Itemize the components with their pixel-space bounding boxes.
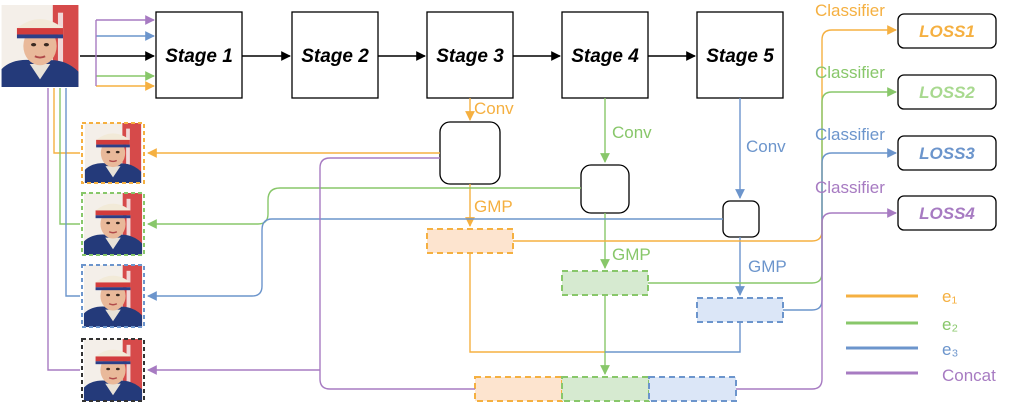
stage-1: Stage 1 <box>155 11 243 99</box>
crop-image-1 <box>81 122 145 184</box>
conv-block-2 <box>580 164 630 214</box>
loss-2: LOSS2 <box>897 74 997 110</box>
stage-3: Stage 3 <box>426 11 514 99</box>
classifier-labels: Classifier Classifier Classifier Classif… <box>815 1 885 197</box>
stage-3-label: Stage 3 <box>436 46 504 67</box>
loss-1: LOSS1 <box>897 13 997 49</box>
loss-4-label: LOSS4 <box>919 204 975 223</box>
crop-image-4 <box>81 338 145 402</box>
feature-vector-e2 <box>561 270 649 296</box>
conv-label-3: Conv <box>746 137 786 156</box>
conv-label-2: Conv <box>612 123 652 142</box>
input-image <box>0 5 80 87</box>
legend-label-concat: Concat <box>942 366 996 385</box>
stage-1-label: Stage 1 <box>165 46 233 67</box>
legend-label-e1: e₁ <box>942 287 957 306</box>
loss-3-label: LOSS3 <box>919 144 975 163</box>
legend-label-e2: e₂ <box>942 315 958 334</box>
crop-image-3 <box>81 264 145 328</box>
feature-vector-e3 <box>696 297 784 323</box>
loss-boxes: LOSS1 LOSS2 LOSS3 LOSS4 <box>897 13 997 231</box>
gmp-label-1: GMP <box>474 197 513 216</box>
stage-5-label: Stage 5 <box>706 46 774 67</box>
stage-boxes: Stage 1 Stage 2 Stage 3 Stage 4 Stage 5 <box>155 11 784 99</box>
to-concat-lines <box>469 253 741 375</box>
gmp-label-3: GMP <box>748 257 787 276</box>
conv-branch-blue: Conv GMP <box>696 98 787 323</box>
legend-label-e3: e₃ <box>942 340 958 359</box>
legend-item-concat: Concat <box>846 366 996 385</box>
feature-vector-e1 <box>426 228 514 254</box>
classifier-lines <box>513 25 897 390</box>
conv-branch-orange: Conv GMP <box>426 98 514 254</box>
loss-4: LOSS4 <box>897 195 997 231</box>
conv-block-1 <box>439 121 501 185</box>
classifier-label-4: Classifier <box>815 178 885 197</box>
legend-item-e1: e₁ <box>846 287 957 306</box>
input-arrows <box>80 15 155 91</box>
conv-branch-green: Conv GMP <box>561 98 652 296</box>
classifier-label-1: Classifier <box>815 1 885 20</box>
stage-2-label: Stage 2 <box>301 46 369 67</box>
classifier-label-2: Classifier <box>815 63 885 82</box>
crop-images <box>81 122 145 402</box>
classifier-label-3: Classifier <box>815 125 885 144</box>
loss-3: LOSS3 <box>897 135 997 171</box>
crop-lines <box>47 88 723 390</box>
stage-2: Stage 2 <box>291 11 379 99</box>
stage-5: Stage 5 <box>696 11 784 99</box>
conv-label-1: Conv <box>474 99 514 118</box>
gmp-label-2: GMP <box>612 245 651 264</box>
legend: e₁ e₂ e₃ Concat <box>846 287 996 385</box>
stage-4-label: Stage 4 <box>571 46 639 67</box>
concat-vector <box>474 376 737 402</box>
conv-block-3 <box>722 200 760 238</box>
loss-1-label: LOSS1 <box>919 22 975 41</box>
legend-item-e2: e₂ <box>846 315 958 334</box>
crop-image-2 <box>81 192 145 256</box>
legend-item-e3: e₃ <box>846 340 958 359</box>
loss-2-label: LOSS2 <box>919 83 975 102</box>
stage-4: Stage 4 <box>561 11 649 99</box>
